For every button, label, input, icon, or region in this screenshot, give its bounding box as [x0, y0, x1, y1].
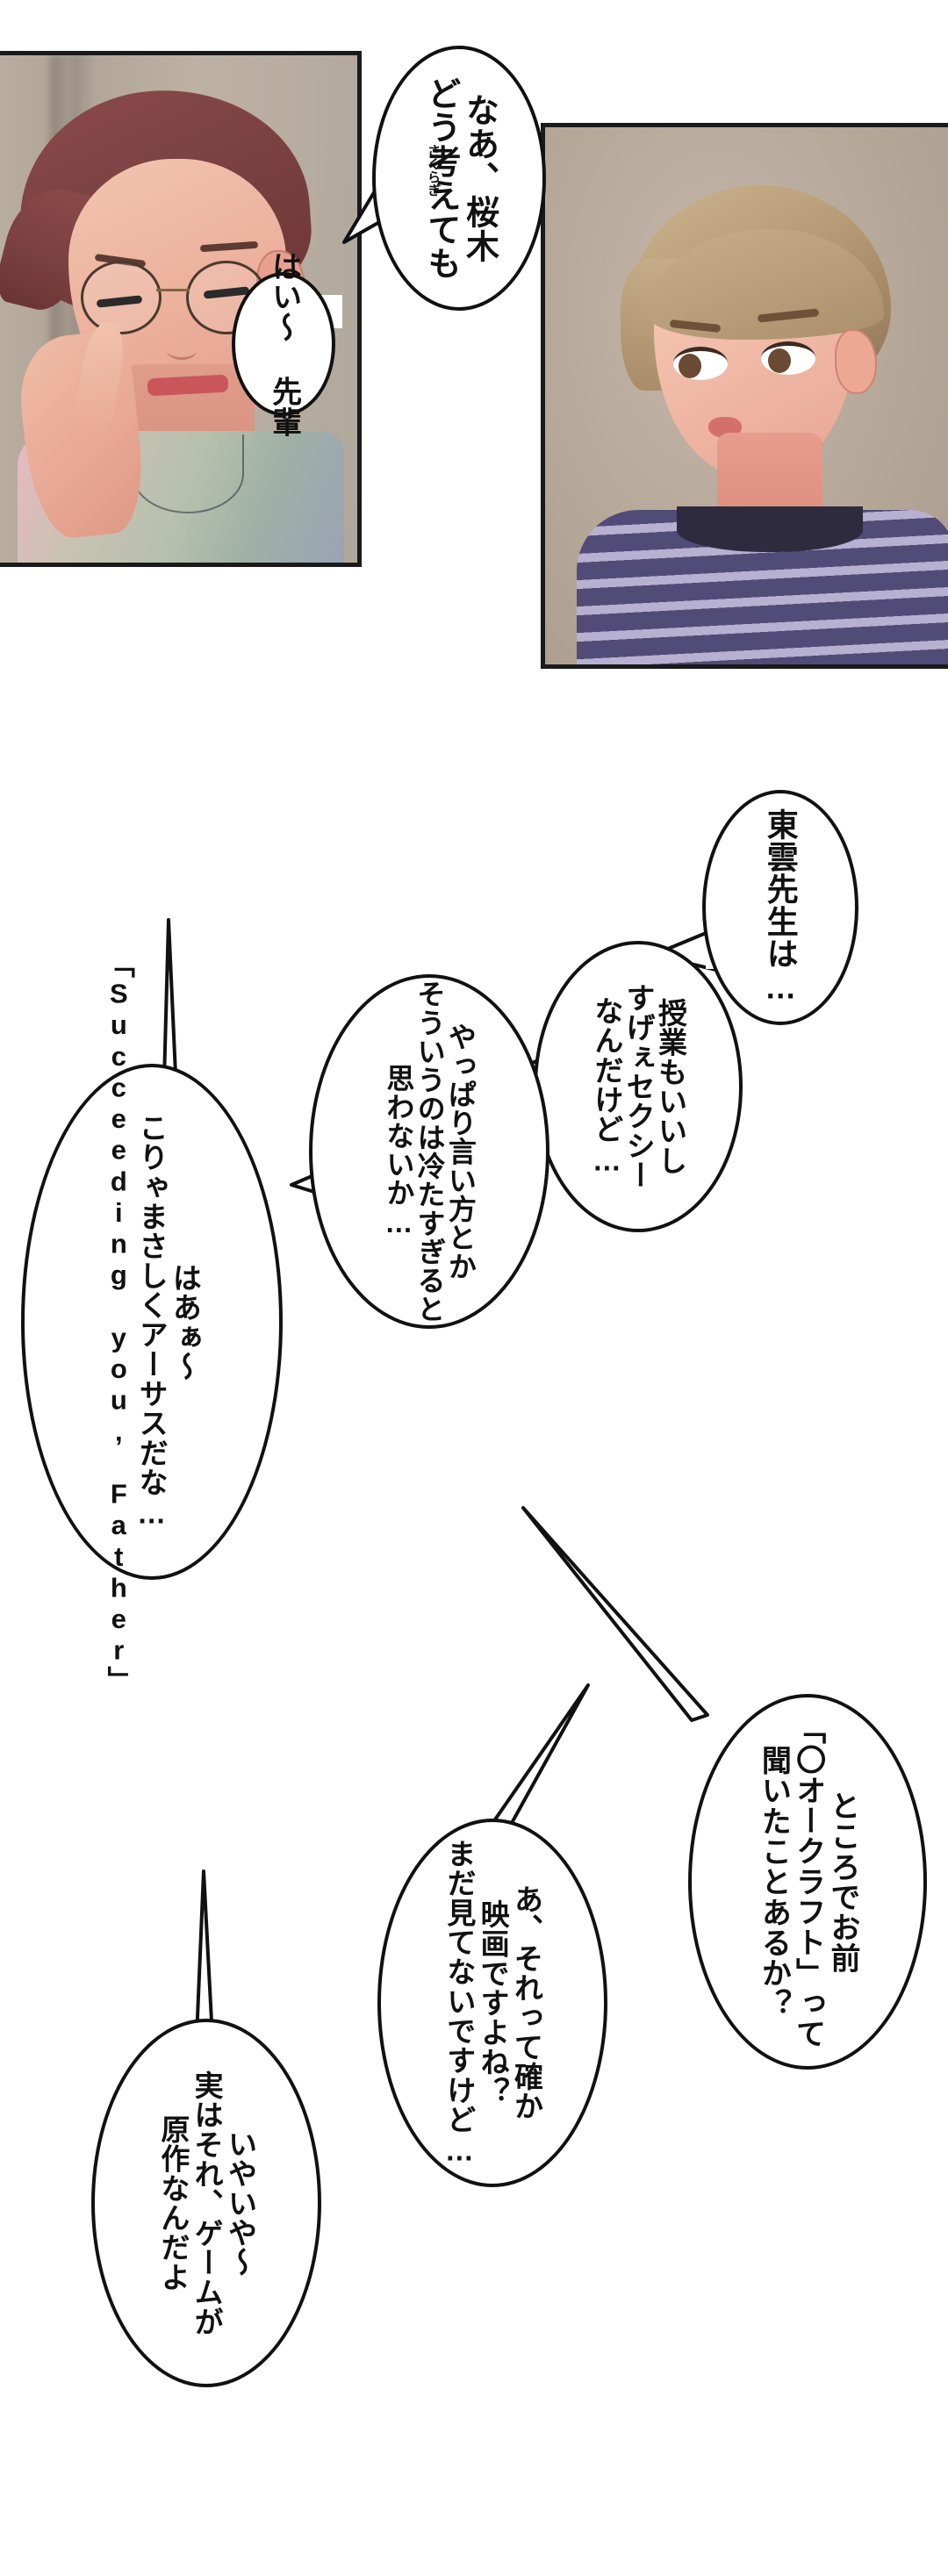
speech-bubble-3: 東雲先生は… [702, 790, 858, 1025]
character-collar [132, 434, 244, 513]
speech-bubble-1: なあ、桜木 どう考えても [372, 46, 546, 311]
bubble-8-col-2: まだ見てないですけど… [442, 1838, 476, 2168]
comic-panel-right [541, 123, 948, 669]
speech-bubble-5: やっぱり言い方とか そういうのは冷たすぎると 思わないか… [309, 974, 549, 1329]
bubble-5-col-1: そういうのは冷たすぎると [413, 979, 446, 1324]
glasses-bridge [156, 289, 190, 291]
bubble-8-tail [492, 1683, 590, 1833]
bubble-2-col-0: はい〜 先輩 [267, 250, 301, 438]
bubble-9-col-0: いやいや〜 [224, 2128, 257, 2278]
bubble-9-col-2: 原作なんだよ [156, 2114, 190, 2292]
speech-bubble-4: 授業もいいし すげぇセクシー なんだけど… [534, 941, 743, 1232]
bubble-1-ruby-sakuragi: さくらぎ [426, 144, 441, 197]
bubble-7-col-0: ところでお前 [826, 1790, 860, 1974]
bubble-4-col-0: 授業もいいし [654, 998, 687, 1175]
bubble-7-col-2: 聞いたことあるか？ [757, 1744, 791, 2020]
bubble-1-col-0: なあ、桜木 [460, 93, 498, 263]
speech-bubble-2: はい〜 先輩 [232, 251, 335, 437]
bubble-6-col-2: 「Succeeding you, Father」 [103, 950, 134, 1694]
bubble-5-col-0: やっぱり言い方とか [444, 1023, 477, 1281]
bubble-3-col-0: 東雲先生は… [762, 808, 799, 1007]
character-nose [167, 341, 197, 360]
bubble-7-tail [521, 1506, 709, 1722]
bubble-4-col-2: なんだけど… [590, 996, 623, 1177]
bubble-6-col-0: はあぁ〜 [169, 1262, 202, 1381]
bubble-6-col-1: こりゃまさしくアーサスだな… [135, 1113, 169, 1531]
speech-bubble-8: あ、それって確か 映画ですよね？ まだ見てないですけど… [377, 1819, 607, 2187]
character2-ear [835, 329, 877, 394]
speech-bubble-9: いやいや〜 実はそれ、ゲームが 原作なんだよ [91, 2019, 321, 2387]
bubble-7-col-1: 「〇オークラフト」って [791, 1714, 825, 2049]
bubble-8-col-1: 映画ですよね？ [477, 1899, 510, 2106]
speech-bubble-7: ところでお前 「〇オークラフト」って 聞いたことあるか？ [688, 1694, 927, 2070]
character2-collar [677, 506, 863, 552]
bubble-4-col-1: すげぇセクシー [622, 983, 656, 1190]
thought-bubble-6: はあぁ〜 こりゃまさしくアーサスだな… 「Succeeding you, Fat… [21, 951, 283, 1693]
bubble-1-col-1: どう考えても [422, 75, 459, 281]
bubble-8-col-0: あ、それって確か [510, 1884, 543, 2121]
bubble-9-col-1: 実はそれ、ゲームが [190, 2070, 224, 2336]
bubble-5-col-2: 思わないか… [383, 1064, 415, 1239]
character2-pupil-right [768, 348, 791, 373]
character2-pupil-left [679, 354, 701, 378]
